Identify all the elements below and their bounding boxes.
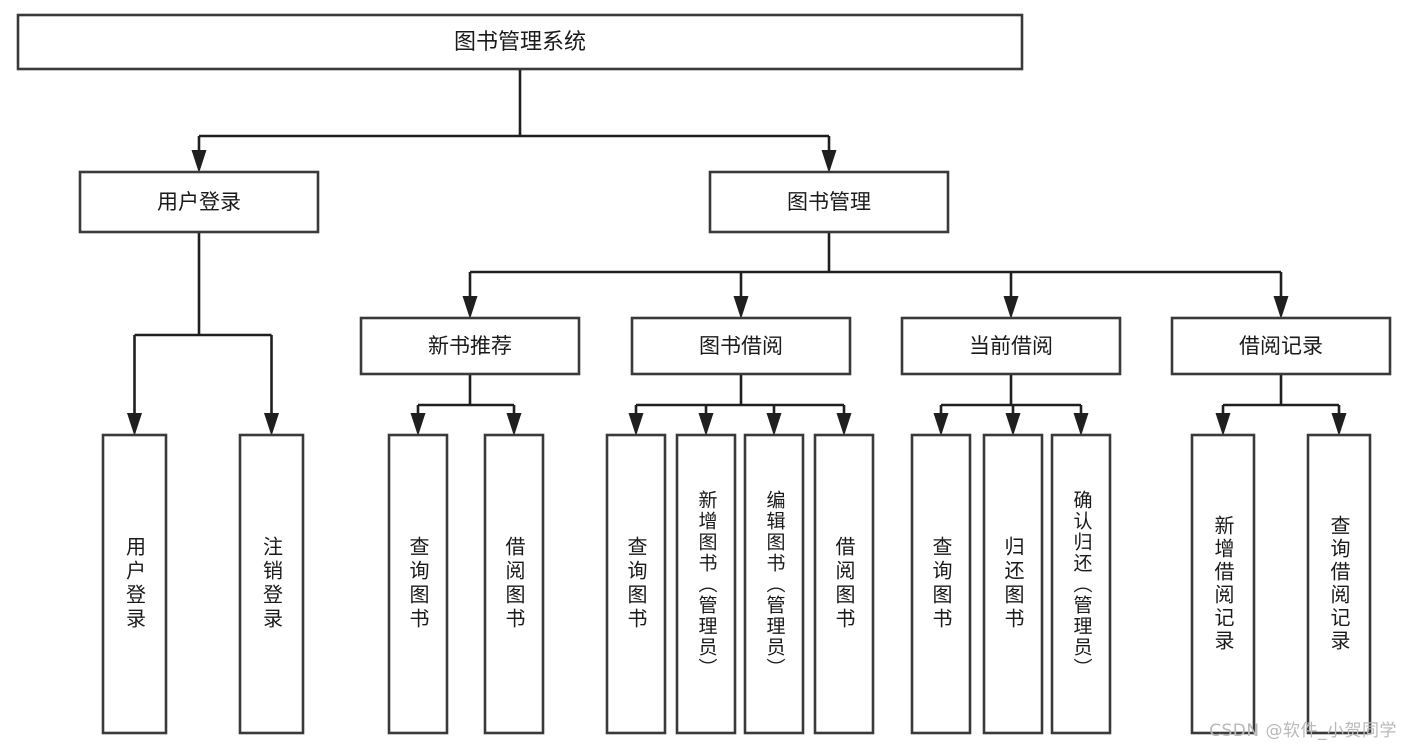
arrow-head-icon [1273, 296, 1289, 319]
arrow-head-icon [1215, 413, 1231, 436]
arrow-head-icon [506, 413, 522, 436]
node-box[interactable] [675, 433, 737, 735]
node-box[interactable] [78, 170, 320, 234]
arrow-head-icon [1331, 413, 1347, 436]
node-box[interactable] [238, 433, 305, 735]
node-box[interactable] [982, 433, 1044, 735]
node-leaf-query-book-2[interactable] [605, 433, 667, 735]
node-box[interactable] [708, 170, 950, 234]
node-leaf-query-book-1[interactable] [387, 433, 449, 735]
node-leaf-user-logout[interactable] [238, 433, 305, 735]
node-box[interactable] [1306, 433, 1372, 735]
node-label-new-book-rec: 新书推荐 [428, 334, 512, 358]
node-label-current-borrow: 当前借阅 [969, 334, 1053, 358]
node-box[interactable] [359, 316, 581, 376]
node-box[interactable] [387, 433, 449, 735]
arrow-head-icon [1005, 413, 1021, 436]
watermark-text: CSDN @软件_小贺同学 [1209, 721, 1397, 741]
node-box[interactable] [910, 433, 972, 735]
node-leaf-query-record[interactable] [1306, 433, 1372, 735]
node-leaf-edit-book[interactable] [743, 433, 805, 735]
node-user-login[interactable]: 用户登录 [78, 170, 320, 234]
node-leaf-query-book-3[interactable] [910, 433, 972, 735]
node-box[interactable] [813, 433, 875, 735]
node-label-book-manage: 图书管理 [787, 190, 871, 214]
node-leaf-return-book[interactable] [982, 433, 1044, 735]
arrow-head-icon [933, 413, 949, 436]
arrow-head-icon [836, 413, 852, 436]
node-box[interactable] [1190, 433, 1256, 735]
arrow-head-icon [1003, 296, 1019, 319]
arrow-head-icon [462, 296, 478, 319]
node-label-user-login: 用户登录 [157, 190, 241, 214]
arrow-head-icon [1073, 413, 1089, 436]
node-book-borrow[interactable]: 图书借阅 [630, 316, 852, 376]
arrow-head-icon [698, 413, 714, 436]
node-label-borrow-record: 借阅记录 [1239, 334, 1323, 358]
node-box[interactable] [630, 316, 852, 376]
node-label-book-borrow: 图书借阅 [699, 334, 783, 358]
node-box[interactable] [605, 433, 667, 735]
node-box[interactable] [743, 433, 805, 735]
arrow-head-icon [766, 413, 782, 436]
node-book-manage[interactable]: 图书管理 [708, 170, 950, 234]
node-box[interactable] [483, 433, 545, 735]
node-leaf-add-book[interactable] [675, 433, 737, 735]
arrow-head-icon [821, 150, 837, 173]
node-box[interactable] [900, 316, 1122, 376]
node-borrow-record[interactable]: 借阅记录 [1170, 316, 1392, 376]
node-leaf-borrow-book-2[interactable] [813, 433, 875, 735]
node-box[interactable] [16, 13, 1024, 71]
arrow-head-icon [628, 413, 644, 436]
arrow-head-icon [127, 413, 142, 436]
node-leaf-add-record[interactable] [1190, 433, 1256, 735]
node-box[interactable] [1170, 316, 1392, 376]
arrow-head-icon [191, 150, 207, 173]
node-leaf-confirm-return[interactable] [1050, 433, 1112, 735]
connector-layer [127, 69, 1347, 436]
node-box[interactable] [101, 433, 168, 735]
node-current-borrow[interactable]: 当前借阅 [900, 316, 1122, 376]
node-new-book-rec[interactable]: 新书推荐 [359, 316, 581, 376]
node-box[interactable] [1050, 433, 1112, 735]
node-root[interactable]: 图书管理系统 [16, 13, 1024, 71]
arrow-head-icon [410, 413, 426, 436]
node-leaf-user-login[interactable] [101, 433, 168, 735]
node-label-root: 图书管理系统 [454, 30, 586, 55]
arrow-head-icon [264, 413, 279, 436]
node-leaf-borrow-book-1[interactable] [483, 433, 545, 735]
arrow-head-icon [733, 296, 749, 319]
